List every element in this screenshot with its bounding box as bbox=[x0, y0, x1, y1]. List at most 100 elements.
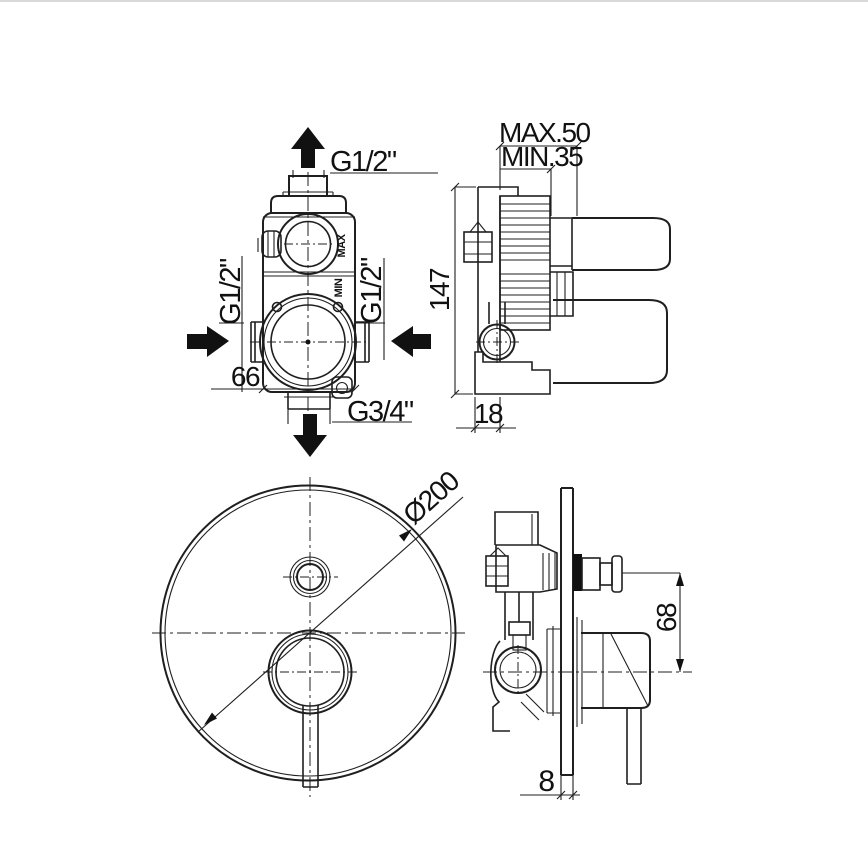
front-view-rough-valve: G1/2" G1/2" G1/2" G3/4" 66 MAX MIN bbox=[187, 127, 438, 457]
depth-min-dim bbox=[500, 164, 556, 216]
bottom-port-leader bbox=[287, 409, 412, 424]
diverter-bore-outer bbox=[277, 213, 339, 275]
installed-cartridge-cap bbox=[508, 621, 531, 636]
installed-body-left-outline bbox=[490, 640, 510, 732]
top-hairline bbox=[0, 0, 868, 2]
installed-body-columns bbox=[504, 592, 534, 640]
installed-diverter-housing bbox=[495, 544, 558, 593]
lower-knob-cylinder bbox=[553, 299, 668, 384]
diameter-dim-label: Ø200 bbox=[397, 465, 465, 530]
inlet-arrow-top bbox=[291, 127, 325, 168]
plate-thickness-dim bbox=[520, 775, 580, 800]
installed-housing-threads bbox=[542, 553, 556, 590]
diverter-clip bbox=[261, 230, 282, 258]
height-dim bbox=[450, 182, 476, 399]
bottom-outlet-stub bbox=[287, 392, 331, 410]
bottom-port-label: G3/4" bbox=[347, 396, 414, 428]
body-shoulder bbox=[270, 195, 347, 213]
mixer-knob-ring3 bbox=[275, 637, 345, 707]
bypass-port bbox=[331, 376, 353, 399]
left-port-label: G1/2" bbox=[215, 258, 247, 325]
installed-rear-escutcheon bbox=[546, 626, 561, 716]
top-port-leader bbox=[292, 170, 438, 178]
bypass-port-bore bbox=[335, 381, 349, 395]
side-view-rough-valve: MAX.50 MIN.35 147 18 bbox=[424, 117, 671, 433]
offset-dim-lines bbox=[622, 572, 681, 672]
mixer-knob-ring2 bbox=[271, 633, 349, 711]
left-port-stub bbox=[250, 321, 263, 363]
depth-max-dim bbox=[495, 141, 582, 216]
left-screw-hole bbox=[271, 301, 283, 313]
top-port-label: G1/2" bbox=[330, 146, 397, 178]
inlet-arrow-right bbox=[391, 326, 431, 357]
plate-thickness-label: 8 bbox=[538, 765, 554, 798]
mixer-lever-handle bbox=[302, 705, 319, 788]
trim-plate-inner bbox=[164, 489, 452, 777]
side-hex-fitting bbox=[463, 231, 493, 263]
side-port-stem bbox=[488, 302, 506, 324]
cartridge-center-dot bbox=[305, 339, 311, 345]
diverter-clip-lines bbox=[257, 231, 275, 257]
trim-plate-outer bbox=[159, 484, 457, 782]
installed-hex-fitting bbox=[485, 555, 509, 587]
mixer-knob-details bbox=[602, 633, 649, 708]
mixer-lever-rod bbox=[626, 708, 642, 785]
mixer-front-escutcheon bbox=[576, 617, 583, 727]
inlet-depth-dim bbox=[456, 397, 516, 433]
side-bottom-block bbox=[474, 351, 551, 395]
side-hex-lines bbox=[464, 221, 492, 255]
diverter-bore-inner bbox=[284, 220, 332, 268]
right-screw-hole bbox=[332, 301, 344, 313]
width-dim-line bbox=[211, 384, 360, 394]
offset-arrow-top bbox=[676, 573, 684, 586]
cold-marking-label: MIN bbox=[333, 278, 345, 297]
lower-knob-sleeve bbox=[550, 271, 574, 317]
diverter-knob-cap bbox=[611, 555, 623, 593]
installed-body-diagonals bbox=[520, 693, 545, 721]
inlet-depth-label: 18 bbox=[474, 398, 503, 429]
lower-knob-sleeve-lines bbox=[556, 272, 566, 316]
body-mid-seam bbox=[263, 271, 355, 277]
diverter-gasket bbox=[573, 554, 582, 591]
upper-knob-cylinder bbox=[572, 217, 671, 271]
right-port-label: G1/2" bbox=[356, 257, 388, 324]
cartridge-bore-mid bbox=[263, 297, 353, 387]
hot-marking-label: MAX bbox=[336, 233, 348, 257]
mixer-knob-body bbox=[581, 632, 651, 709]
threaded-housing bbox=[499, 195, 551, 331]
offset-dim-label: 68 bbox=[651, 603, 682, 632]
depth-min-label: MIN.35 bbox=[501, 141, 583, 172]
upper-knob-collar bbox=[550, 217, 573, 270]
installed-cartridge-stem bbox=[512, 634, 527, 651]
left-port-leader bbox=[219, 256, 244, 392]
height-dim-label: 147 bbox=[424, 268, 455, 311]
outlet-arrow-bottom bbox=[293, 414, 327, 457]
diverter-knob-neck bbox=[599, 562, 613, 586]
top-pipe-stub bbox=[288, 175, 328, 196]
diverter-knob-base bbox=[581, 557, 601, 591]
thread-lines bbox=[500, 203, 550, 324]
cartridge-bore-inner bbox=[270, 304, 346, 380]
side-view-installed: 68 8 bbox=[483, 487, 692, 800]
inlet-arrow-left bbox=[187, 326, 229, 357]
diameter-arrow-upper bbox=[399, 529, 412, 542]
cartridge-bore-outer bbox=[259, 293, 357, 391]
front-view-trim-plate: Ø200 bbox=[152, 465, 465, 797]
diverter-knob-button bbox=[296, 563, 324, 591]
width-dim-label: 66 bbox=[231, 361, 260, 392]
side-port-crosshair bbox=[476, 320, 520, 364]
diameter-arrow-lower bbox=[204, 712, 217, 725]
right-port-leader bbox=[356, 258, 385, 360]
wall-plate bbox=[560, 487, 574, 776]
installed-hex-lines bbox=[486, 547, 508, 577]
diverter-knob-ring1 bbox=[289, 556, 331, 598]
offset-arrow-bottom bbox=[676, 659, 684, 672]
mixer-knob-ring1 bbox=[267, 629, 353, 715]
diverter-knob-ring2 bbox=[292, 559, 328, 595]
right-port-stub bbox=[355, 321, 370, 363]
depth-max-label: MAX.50 bbox=[499, 117, 591, 148]
installed-top-pipe bbox=[494, 511, 539, 545]
diameter-dim-line bbox=[197, 496, 464, 733]
